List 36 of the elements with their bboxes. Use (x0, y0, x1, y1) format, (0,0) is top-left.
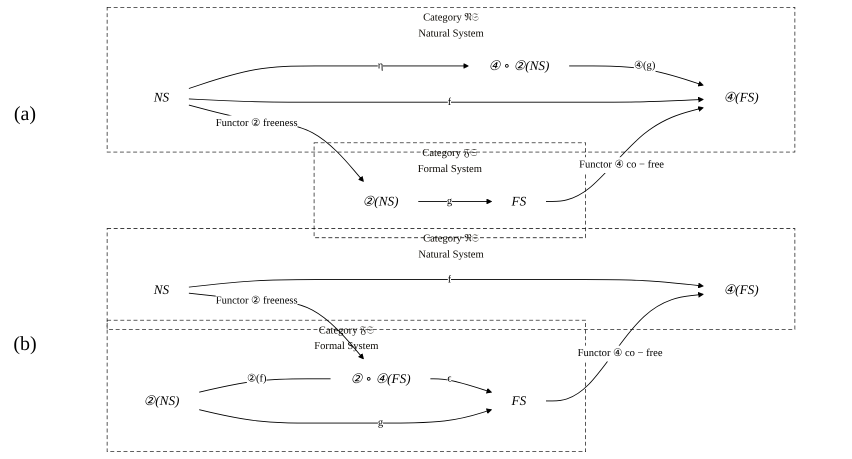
arrow (188, 292, 364, 360)
arrow (430, 378, 492, 394)
edge-label: ϵ (447, 372, 452, 384)
panel-label: (a) (14, 103, 36, 126)
arrow (198, 408, 492, 424)
arrow (546, 106, 704, 202)
node-text: ②(NS) (362, 194, 398, 209)
arrow (188, 63, 469, 89)
node-text: FS (512, 194, 526, 209)
edge-label: g (378, 417, 384, 428)
edge-label: Functor ② freeness (216, 117, 298, 129)
node-text: ② ∘ ④(FS) (350, 372, 411, 386)
edge-label: Functor ④ co − free (578, 348, 663, 359)
arrow (546, 292, 704, 402)
node-text: NS (154, 282, 170, 298)
node-text: ④(FS) (723, 90, 759, 105)
node-text: ②(NS) (143, 394, 180, 408)
node-text: ④(FS) (723, 282, 759, 298)
edge-label: f (448, 274, 452, 285)
arrow (188, 104, 364, 182)
arrow (568, 66, 704, 86)
arrow (188, 279, 704, 288)
panel-label: (b) (13, 332, 37, 356)
edge-label: ②(f) (246, 372, 267, 384)
edge-label: f (448, 96, 452, 108)
arrow (188, 96, 704, 103)
edge-label: Functor ② freeness (216, 294, 298, 306)
edge-label: g (446, 196, 452, 207)
connector (198, 378, 331, 393)
edge-label: ④(g) (634, 60, 656, 72)
node-text: FS (512, 394, 526, 408)
edge-label: Functor ④ co − free (579, 159, 664, 170)
node-text: ④ ∘ ②(NS) (488, 58, 550, 74)
arrow (418, 198, 492, 204)
node-text: NS (154, 90, 170, 105)
edge-label: η (378, 60, 384, 72)
